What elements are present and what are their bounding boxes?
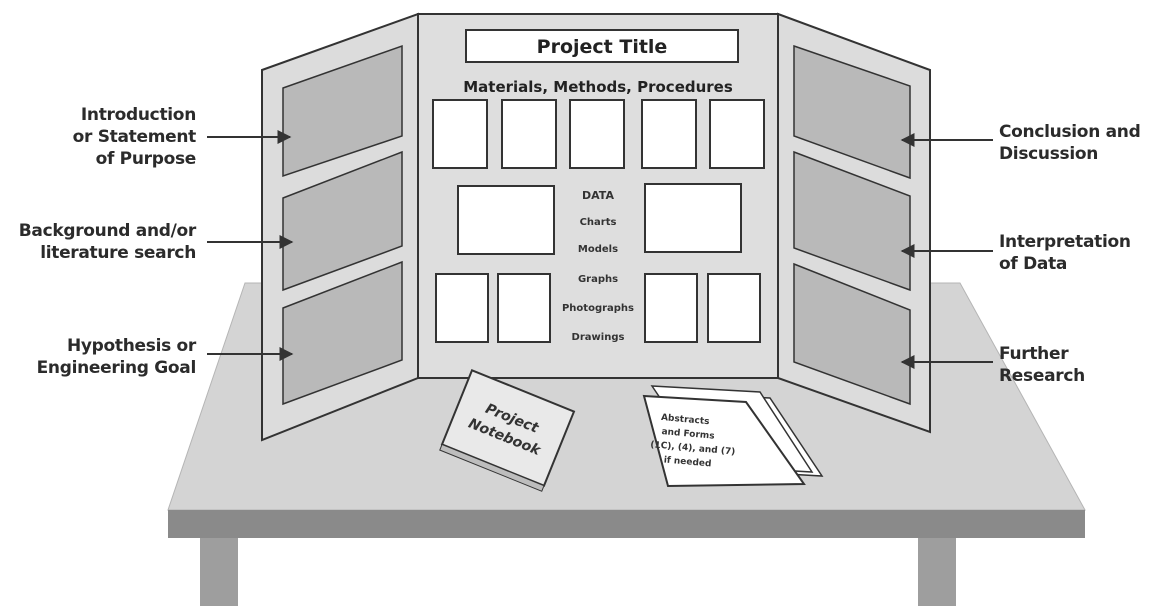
abstract-papers: Abstracts and Forms (1C), (4), and (7) i… <box>642 385 824 488</box>
graphs-word: Graphs <box>578 274 618 285</box>
drawings-word: Drawings <box>572 332 625 343</box>
table-leg-left <box>200 538 238 606</box>
label-conclusion: Conclusion and Discussion <box>999 121 1141 165</box>
materials-box <box>569 99 625 169</box>
data-box-right <box>644 183 742 253</box>
table-edge <box>168 510 1085 538</box>
right-box-research <box>793 262 911 406</box>
papers-line-2: and Forms <box>661 427 715 442</box>
project-title: Project Title <box>537 36 668 58</box>
arrows <box>207 130 993 369</box>
papers-line-4: if needed <box>663 455 711 469</box>
label-line: Further <box>999 344 1069 364</box>
data-box-small <box>644 273 698 343</box>
charts-word: Charts <box>580 217 617 228</box>
title-box <box>465 29 739 63</box>
materials-box <box>641 99 697 169</box>
data-box-small <box>707 273 761 343</box>
left-box-intro <box>282 44 403 178</box>
project-notebook: Project Notebook <box>439 369 576 492</box>
right-box-interpretation <box>793 150 911 292</box>
papers-line-1: Abstracts <box>661 413 710 427</box>
data-box-small <box>497 273 551 343</box>
label-line: Conclusion and <box>999 122 1141 142</box>
label-research: Further Research <box>999 343 1085 387</box>
label-line: of Purpose <box>95 149 197 169</box>
label-background: Background and/or literature search <box>18 220 197 264</box>
models-word: Models <box>578 244 618 255</box>
label-line: Interpretation <box>999 232 1131 252</box>
label-line: Introduction <box>80 105 196 125</box>
left-panel <box>261 12 419 442</box>
right-box-conclusion <box>793 44 911 180</box>
left-box-background <box>282 150 403 292</box>
center-panel: Project Title Materials, Methods, Proced… <box>417 13 779 379</box>
data-box-small <box>435 273 489 343</box>
label-line: or Statement <box>72 127 197 147</box>
materials-methods-label: Materials, Methods, Procedures <box>463 78 733 96</box>
right-panel <box>777 12 931 434</box>
label-interpretation: Interpretation of Data <box>999 231 1131 275</box>
label-line: Background and/or <box>18 221 197 241</box>
table-leg-right <box>918 538 956 606</box>
materials-box <box>501 99 557 169</box>
label-line: Hypothesis or <box>66 336 196 356</box>
label-hypothesis: Hypothesis or Engineering Goal <box>36 335 197 379</box>
label-line: literature search <box>40 243 196 263</box>
label-line: Engineering Goal <box>36 358 197 378</box>
data-box-left <box>457 185 555 255</box>
label-line: of Data <box>999 254 1068 274</box>
data-word: DATA <box>582 189 614 202</box>
left-box-hypothesis <box>282 260 403 406</box>
label-line: Research <box>999 366 1085 386</box>
materials-box <box>432 99 488 169</box>
materials-box <box>709 99 765 169</box>
photographs-word: Photographs <box>562 303 634 314</box>
label-line: Discussion <box>999 144 1099 164</box>
label-introduction: Introduction or Statement of Purpose <box>72 104 197 170</box>
